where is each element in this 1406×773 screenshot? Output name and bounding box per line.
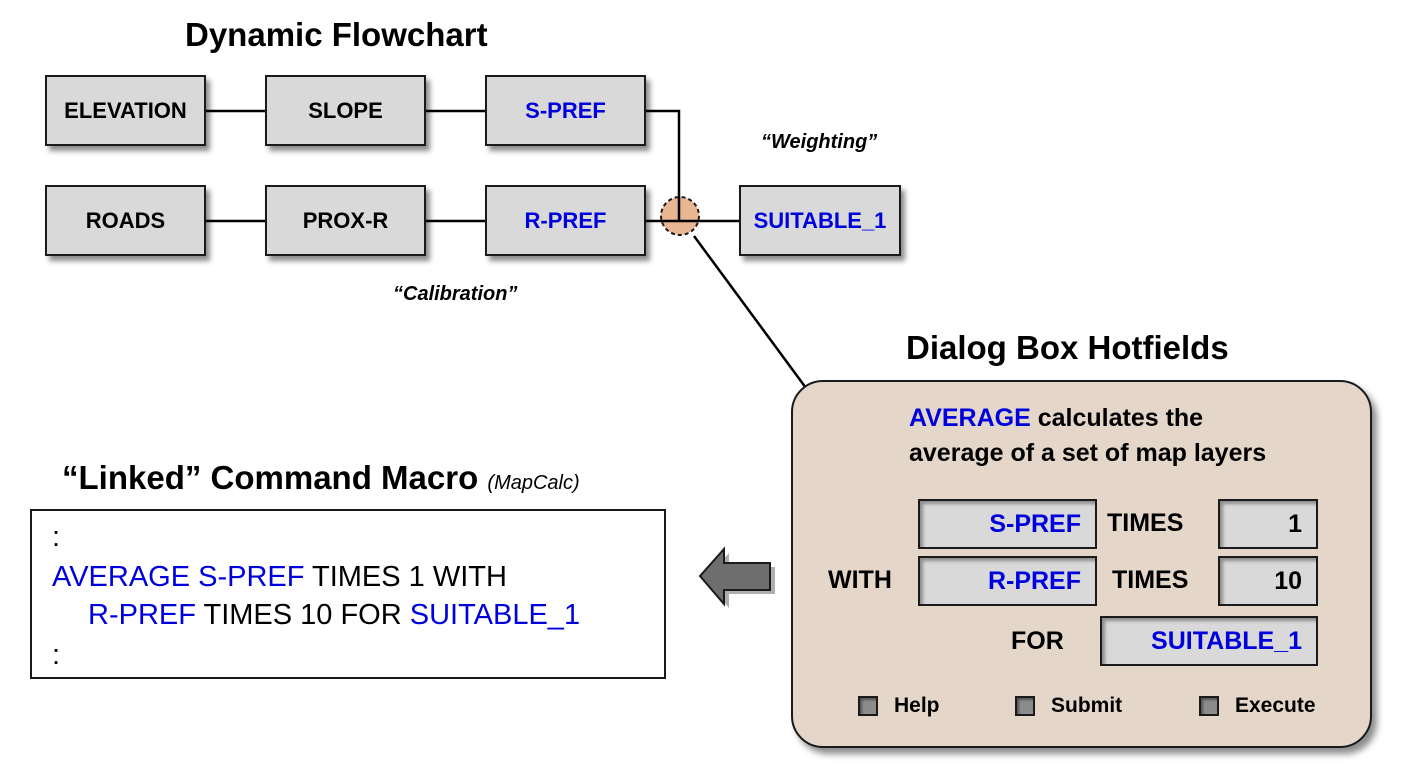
help-checkbox[interactable] (858, 696, 878, 716)
times-label-1: TIMES (1107, 509, 1184, 537)
node-r-pref[interactable]: R-PREF (485, 185, 646, 256)
help-option[interactable]: Help (858, 694, 940, 718)
macro-line-2: AVERAGE S-PREF TIMES 1 WITH (52, 561, 507, 593)
connector-spref-junction (646, 109, 681, 214)
dialog-title: Dialog Box Hotfields (906, 329, 1229, 366)
dialog-box: AVERAGE calculates the average of a set … (791, 380, 1372, 748)
node-suitable-1[interactable]: SUITABLE_1 (739, 185, 901, 256)
average-keyword: AVERAGE (909, 404, 1031, 432)
execute-option[interactable]: Execute (1199, 694, 1316, 718)
weighting-note: “Weighting” (761, 131, 878, 153)
map1-hotfield[interactable]: S-PREF (918, 499, 1097, 549)
node-elevation[interactable]: ELEVATION (45, 75, 206, 146)
left-arrow-icon (698, 546, 775, 608)
node-slope[interactable]: SLOPE (265, 75, 426, 146)
submit-option[interactable]: Submit (1015, 694, 1122, 718)
connector-junction-dialog (692, 235, 808, 389)
macro-line-3: R-PREF TIMES 10 FOR SUITABLE_1 (88, 599, 581, 631)
weight2-hotfield[interactable]: 10 (1218, 556, 1318, 606)
macro-line-1: : (52, 521, 61, 553)
dialog-description-line1: AVERAGE calculates the (909, 404, 1204, 432)
node-roads[interactable]: ROADS (45, 185, 206, 256)
macro-title: “Linked” Command Macro (MapCalc) (62, 459, 580, 496)
node-prox-r[interactable]: PROX-R (265, 185, 426, 256)
times-label-2: TIMES (1112, 566, 1189, 594)
macro-box: : AVERAGE S-PREF TIMES 1 WITH R-PREF TIM… (30, 509, 666, 679)
dialog-description-line2: average of a set of map layers (909, 439, 1267, 467)
flowchart-title: Dynamic Flowchart (185, 16, 488, 53)
with-label: WITH (828, 566, 892, 594)
weight1-hotfield[interactable]: 1 (1218, 499, 1318, 549)
macro-subtitle: (MapCalc) (487, 472, 580, 494)
submit-checkbox[interactable] (1015, 696, 1035, 716)
macro-line-4: : (52, 639, 61, 671)
execute-checkbox[interactable] (1199, 696, 1219, 716)
output-hotfield[interactable]: SUITABLE_1 (1100, 616, 1318, 666)
calibration-note: “Calibration” (393, 283, 518, 305)
map2-hotfield[interactable]: R-PREF (918, 556, 1097, 606)
for-label: FOR (1011, 627, 1064, 655)
node-s-pref[interactable]: S-PREF (485, 75, 646, 146)
